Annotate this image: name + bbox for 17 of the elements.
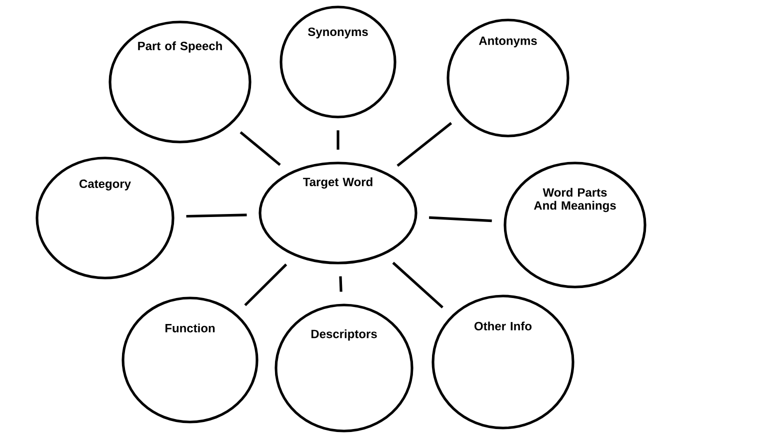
bubble: Synonyms: [280, 6, 396, 118]
connector-line: [336, 130, 340, 150]
connector-line: [186, 214, 247, 218]
bubble: Function: [122, 296, 258, 424]
bubble: Category: [36, 156, 174, 280]
connector-line: [396, 122, 452, 167]
connector-line: [428, 216, 492, 222]
connector-line: [392, 262, 444, 308]
bubble: Part of Speech: [108, 20, 252, 144]
bubble: Descriptors: [274, 304, 414, 432]
connector-line: [244, 264, 288, 306]
connector-line: [339, 276, 342, 292]
bubble: Other Info: [432, 294, 574, 430]
bubble: Target Word: [258, 162, 418, 264]
connector-line: [240, 131, 281, 166]
bubble: Word Parts And Meanings: [504, 162, 646, 288]
bubble: Antonyms: [446, 18, 570, 138]
